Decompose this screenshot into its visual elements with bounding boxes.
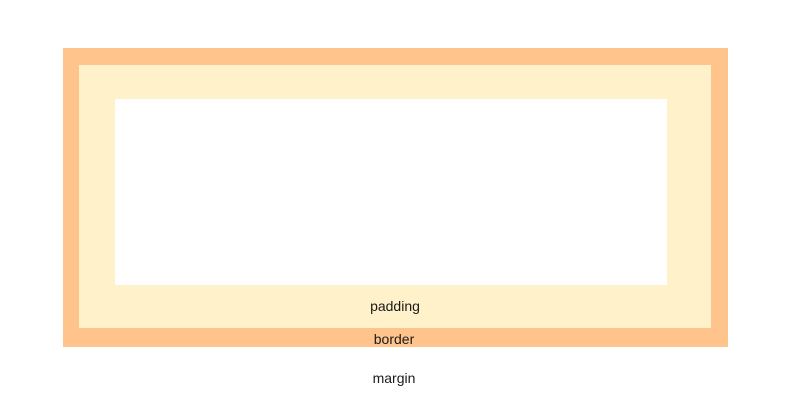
padding-box <box>79 65 711 328</box>
border-box <box>63 48 728 347</box>
padding-label: padding <box>370 298 420 314</box>
margin-label: margin <box>372 370 416 386</box>
border-label: border <box>373 331 415 347</box>
content-box <box>115 99 667 285</box>
